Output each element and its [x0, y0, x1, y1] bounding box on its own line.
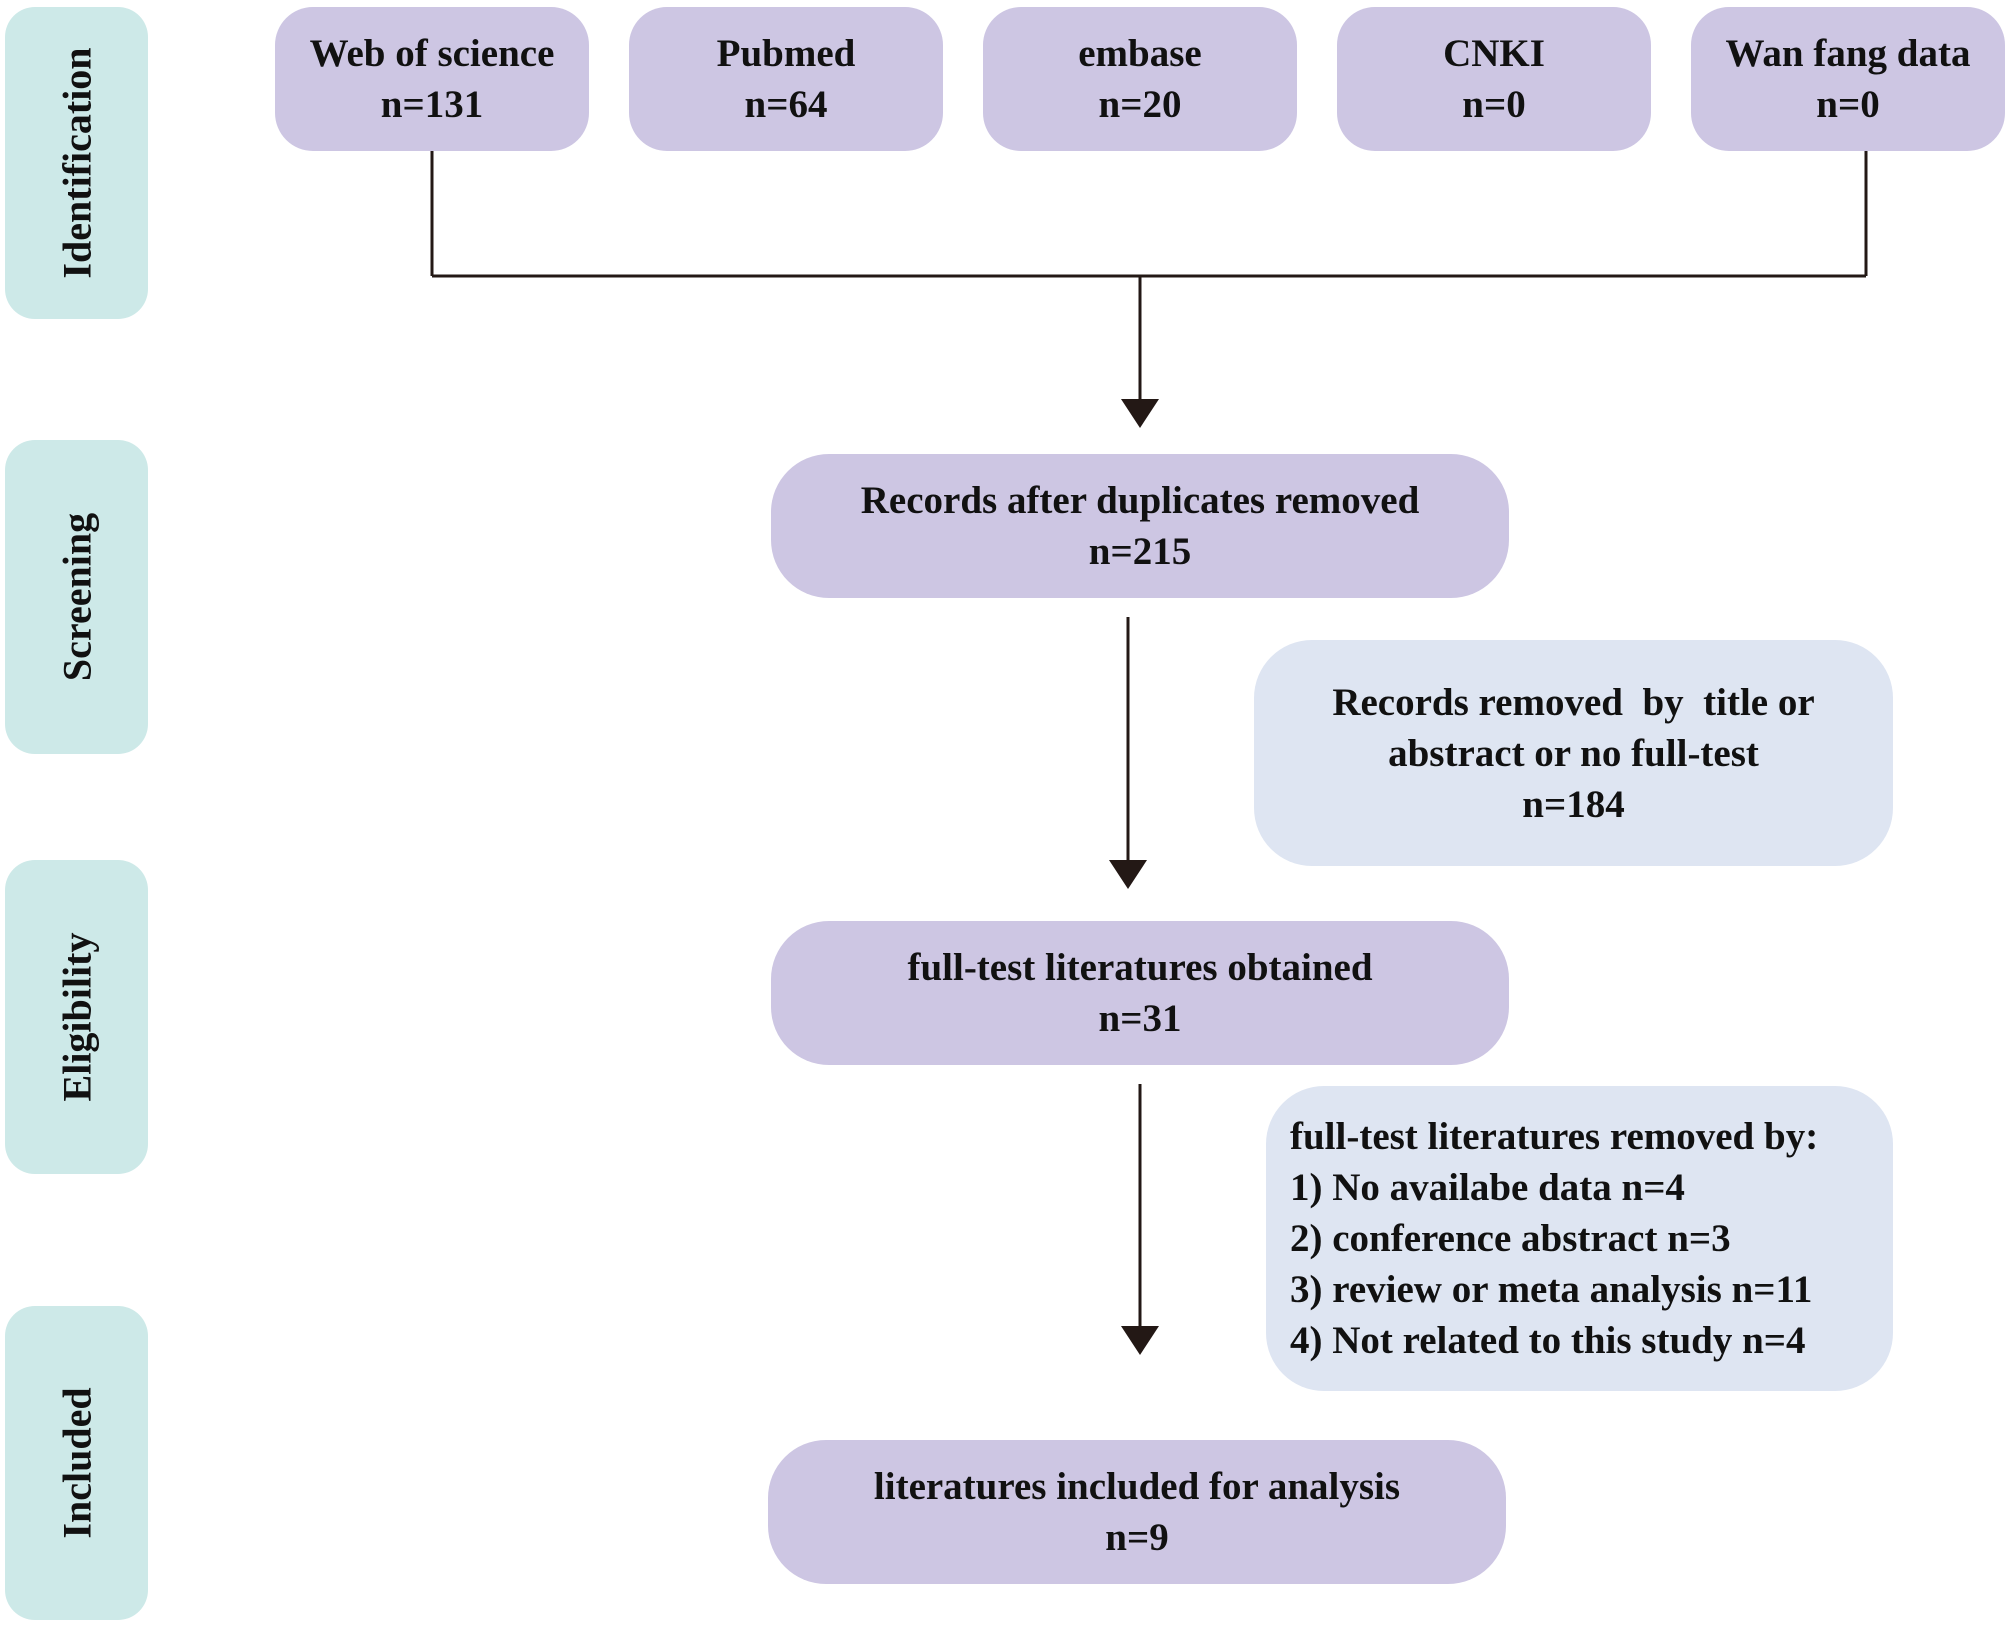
source-name: embase: [1078, 32, 1202, 75]
source-pubmed: Pubmed n=64: [629, 7, 943, 151]
removed-reason: 1) No availabe data n=4: [1290, 1166, 1685, 1209]
included-label: literatures included for analysis: [873, 1465, 1401, 1508]
source-web-of-science: Web of science n=131: [275, 7, 589, 151]
stage-screening-label: Screening: [54, 512, 99, 682]
removed-reason: 3) review or meta analysis n=11: [1290, 1268, 1813, 1311]
stage-identification: Identification: [5, 7, 148, 319]
stage-eligibility: Eligibility: [5, 860, 148, 1174]
arrow-to-full-text: [1109, 860, 1147, 889]
source-name: CNKI: [1443, 32, 1545, 75]
stage-identification-label: Identification: [54, 47, 99, 279]
full-text-box: full-test literatures obtained n=31: [771, 921, 1509, 1065]
source-count: n=20: [1098, 83, 1182, 126]
removed-reason: 2) conference abstract n=3: [1290, 1217, 1731, 1260]
source-embase: embase n=20: [983, 7, 1297, 151]
included-count: n=9: [1105, 1516, 1169, 1559]
stage-included-label: Included: [54, 1387, 99, 1539]
removed-screening-line-2: abstract or no full-test: [1388, 731, 1759, 775]
stage-eligibility-label: Eligibility: [54, 932, 99, 1102]
source-name: Pubmed: [716, 32, 856, 75]
source-count: n=0: [1462, 83, 1526, 126]
stage-included: Included: [5, 1306, 148, 1620]
included-box: literatures included for analysis n=9: [768, 1440, 1506, 1584]
source-name: Wan fang data: [1725, 32, 1971, 75]
removed-screening-box: Records removed by title or abstract or …: [1254, 640, 1893, 866]
duplicates-removed-count: n=215: [1088, 530, 1192, 573]
source-name: Web of science: [309, 32, 555, 75]
arrow-to-included: [1121, 1326, 1159, 1355]
stage-screening: Screening: [5, 440, 148, 754]
removed-eligibility-heading: full-test literatures removed by:: [1290, 1115, 1819, 1158]
full-text-count: n=31: [1098, 997, 1182, 1040]
full-text-label: full-test literatures obtained: [907, 946, 1373, 989]
duplicates-removed-label: Records after duplicates removed: [860, 479, 1420, 522]
arrow-to-duplicates-removed: [1121, 399, 1159, 428]
duplicates-removed-box: Records after duplicates removed n=215: [771, 454, 1509, 598]
source-wan-fang-data: Wan fang data n=0: [1691, 7, 2005, 151]
removed-screening-line-1: Records removed by title or: [1332, 680, 1815, 724]
removed-screening-count: n=184: [1522, 782, 1625, 826]
source-count: n=64: [744, 83, 828, 126]
removed-eligibility-box: full-test literatures removed by: 1) No …: [1266, 1086, 1893, 1391]
removed-reason: 4) Not related to this study n=4: [1290, 1319, 1806, 1362]
source-cnki: CNKI n=0: [1337, 7, 1651, 151]
source-count: n=131: [380, 83, 484, 126]
source-count: n=0: [1816, 83, 1880, 126]
